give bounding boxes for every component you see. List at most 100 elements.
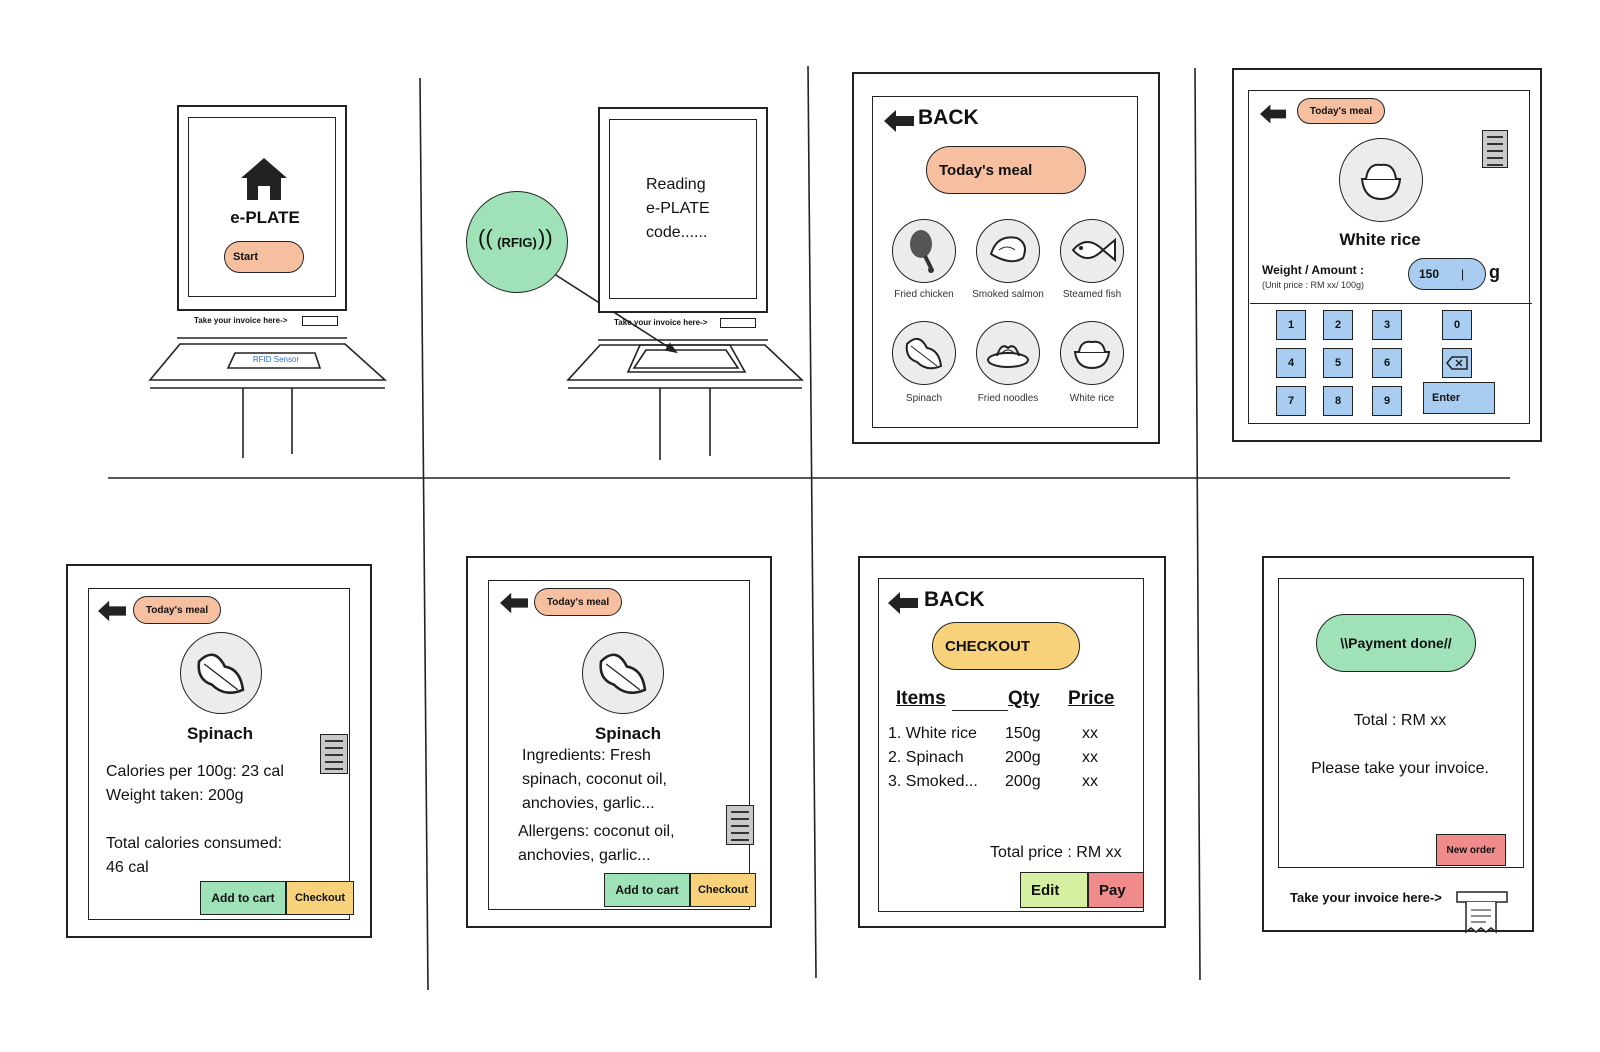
- column-header-items: Items: [896, 688, 946, 709]
- back-arrow-icon[interactable]: [98, 600, 126, 627]
- weight-line: Weight taken: 200g: [106, 787, 244, 804]
- kiosk-reading-screen: [598, 107, 768, 313]
- rfid-reader-badge: (RFIG): [466, 191, 568, 293]
- take-invoice-message: Please take your invoice.: [1311, 760, 1489, 777]
- key-6[interactable]: 6: [1372, 348, 1402, 378]
- checkout-device: [858, 556, 1166, 928]
- menu-item-label: Spinach: [905, 393, 943, 404]
- back-arrow-icon[interactable]: [1260, 104, 1286, 129]
- order-item-qty: 200g: [1005, 749, 1041, 766]
- order-item-price: xx: [1082, 773, 1098, 790]
- enter-key[interactable]: Enter: [1423, 382, 1495, 414]
- spinach-icon: [905, 337, 943, 370]
- order-price-col: xx xx xx: [1082, 722, 1098, 794]
- key-5[interactable]: 5: [1323, 348, 1353, 378]
- menu-item-label: Steamed fish: [1062, 289, 1122, 300]
- key-3[interactable]: 3: [1372, 310, 1402, 340]
- edit-button[interactable]: Edit: [1020, 872, 1088, 908]
- fried-chicken-circle[interactable]: [892, 219, 956, 283]
- payment-device: [1262, 556, 1534, 932]
- back-arrow-icon[interactable]: [500, 592, 528, 619]
- new-order-button[interactable]: New order: [1436, 834, 1506, 866]
- checkout-button[interactable]: Checkout: [286, 881, 354, 915]
- steamed-fish-circle[interactable]: [1060, 219, 1124, 283]
- salmon-icon: [989, 236, 1026, 263]
- key-9[interactable]: 9: [1372, 386, 1402, 416]
- fried-noodles-circle[interactable]: [976, 321, 1040, 385]
- unit-label: g: [1489, 262, 1500, 282]
- order-qty-col: 150g 200g 200g: [1005, 722, 1041, 794]
- backspace-icon: [1446, 356, 1468, 370]
- pay-button[interactable]: Pay: [1088, 872, 1144, 908]
- menu-item-label: White rice: [1069, 393, 1115, 404]
- scrollbar-handle[interactable]: [1482, 130, 1508, 168]
- column-header-qty: Qty: [1008, 688, 1040, 709]
- key-7[interactable]: 7: [1276, 386, 1306, 416]
- menu-item-label: Fried noodles: [977, 393, 1039, 404]
- key-1[interactable]: 1: [1276, 310, 1306, 340]
- rfig-label: (RFIG): [497, 234, 537, 250]
- start-button[interactable]: Start: [224, 241, 304, 273]
- order-item-name: 1. White rice: [888, 725, 977, 742]
- menu-item-label: Fried chicken: [894, 289, 954, 300]
- rfid-sensor-label: RFID Sensor: [252, 355, 300, 364]
- order-item-qty: 200g: [1005, 773, 1041, 790]
- calories-line: Calories per 100g: 23 cal: [106, 763, 284, 780]
- key-4[interactable]: 4: [1276, 348, 1306, 378]
- todays-meal-pill[interactable]: Today's meal: [1297, 98, 1385, 124]
- scrollbar-handle[interactable]: [320, 734, 348, 774]
- nutrition-info: Calories per 100g: 23 cal Weight taken: …: [106, 760, 284, 880]
- spinach-circle[interactable]: [892, 321, 956, 385]
- invoice-label-2: Take your invoice here->: [614, 318, 708, 327]
- key-0[interactable]: 0: [1442, 310, 1472, 340]
- allergens-line-2: anchovies, garlic...: [518, 847, 651, 864]
- reading-line-1: Reading: [646, 176, 706, 193]
- invoice-label: Take your invoice here->: [194, 316, 288, 325]
- ingredients-text: Ingredients: Fresh spinach, coconut oil,…: [522, 744, 667, 816]
- menu-item-label: Smoked salmon: [972, 289, 1044, 300]
- home-icon: [241, 158, 287, 205]
- total-price: Total price : RM xx: [990, 844, 1122, 861]
- invoice-label-3: Take your invoice here->: [1290, 890, 1442, 905]
- allergens-line-1: Allergens: coconut oil,: [518, 823, 675, 840]
- back-label[interactable]: BACK: [924, 588, 985, 611]
- todays-meal-pill[interactable]: Today's meal: [133, 596, 221, 624]
- receipt-icon: [1456, 890, 1508, 938]
- reading-line-3: code......: [646, 224, 708, 241]
- total-calories-value: 46 cal: [106, 859, 149, 876]
- item-title: Spinach: [594, 724, 662, 743]
- total-calories-label: Total calories consumed:: [106, 835, 283, 852]
- payment-total: Total : RM xx: [1353, 712, 1447, 729]
- white-rice-circle[interactable]: [1060, 321, 1124, 385]
- add-to-cart-button[interactable]: Add to cart: [200, 881, 286, 915]
- back-arrow-icon[interactable]: [888, 592, 918, 619]
- todays-meal-pill[interactable]: Today's meal: [926, 146, 1086, 194]
- key-8[interactable]: 8: [1323, 386, 1353, 416]
- order-item-price: xx: [1082, 725, 1098, 742]
- scrollbar-handle[interactable]: [726, 805, 754, 845]
- fish-icon: [1071, 237, 1116, 263]
- item-title: White rice: [1339, 230, 1421, 249]
- weight-input[interactable]: 150 |: [1408, 258, 1486, 290]
- back-arrow-icon[interactable]: [884, 110, 914, 137]
- spinach-icon: [599, 653, 647, 694]
- key-2[interactable]: 2: [1323, 310, 1353, 340]
- weight-value: 150: [1419, 267, 1440, 281]
- reading-screen-inner: [609, 119, 757, 299]
- rice-bowl-icon: [1360, 163, 1402, 201]
- spinach-image-circle: [180, 632, 262, 714]
- rice-image-circle: [1339, 138, 1423, 222]
- weight-label: Weight / Amount :: [1262, 263, 1364, 277]
- order-item-qty: 150g: [1005, 725, 1041, 742]
- backspace-key[interactable]: [1442, 348, 1472, 378]
- todays-meal-pill[interactable]: Today's meal: [534, 588, 622, 616]
- reading-line-2: e-PLATE: [646, 200, 710, 217]
- checkout-button[interactable]: Checkout: [690, 873, 756, 907]
- reading-text: Reading e-PLATE code......: [646, 173, 710, 245]
- payment-done-pill: \\Payment done//: [1316, 614, 1476, 672]
- keypad-divider: [1250, 303, 1532, 304]
- unit-price-label: (Unit price : RM xx/ 100g): [1262, 280, 1365, 290]
- back-label[interactable]: BACK: [918, 106, 979, 129]
- add-to-cart-button[interactable]: Add to cart: [604, 873, 690, 907]
- smoked-salmon-circle[interactable]: [976, 219, 1040, 283]
